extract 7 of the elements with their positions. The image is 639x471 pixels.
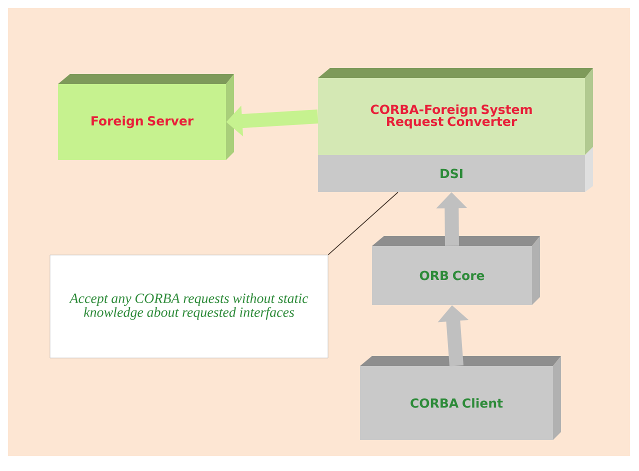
server-box: Foreign Server bbox=[58, 74, 234, 160]
callout-text: Accept any CORBA requests without static knowledge about requested interfaces bbox=[50, 254, 328, 358]
client-box: CORBA Client bbox=[360, 356, 561, 440]
dsi-band: DSI bbox=[318, 147, 593, 192]
orb-core-box: ORB Core bbox=[372, 236, 540, 305]
converter-box: CORBA-Foreign System Request Converter bbox=[318, 68, 593, 155]
leader-line bbox=[328, 192, 398, 256]
